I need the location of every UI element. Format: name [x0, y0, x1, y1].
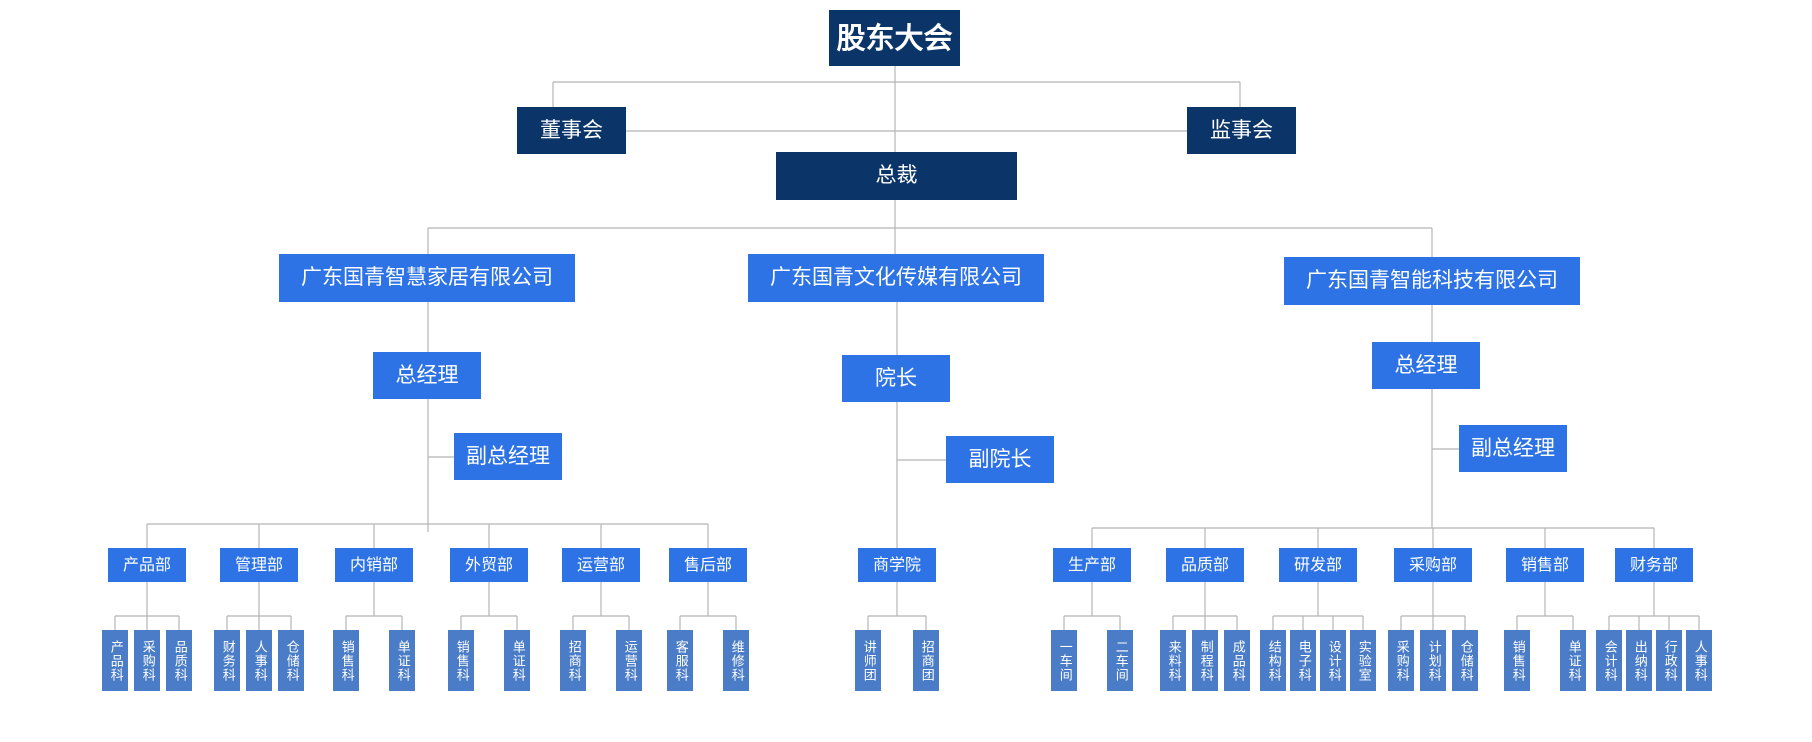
c1-dept-3-section-0: 销售科: [448, 630, 474, 691]
c1-dept-2-section-1: 单证科: [389, 630, 415, 691]
c1-dept-3: 外贸部: [450, 548, 528, 582]
c2-dept-0-section-0: 讲师团: [855, 630, 881, 691]
c1-dept-3-section-1: 单证科: [504, 630, 530, 691]
c3-dept-3-section-2: 仓储科: [1452, 630, 1478, 691]
c3-dept-5: 财务部: [1615, 548, 1693, 582]
c1-dept-1-section-0: 财务科: [214, 630, 240, 691]
president: 总裁: [776, 152, 1017, 200]
c1-dept-2-section-0: 销售科: [333, 630, 359, 691]
c2-vice-dean: 副院长: [946, 436, 1054, 483]
c1-dept-1-section-2: 仓储科: [278, 630, 304, 691]
c3-dept-3: 采购部: [1394, 548, 1472, 582]
c3-dept-5-section-2: 行政科: [1656, 630, 1682, 691]
c3-dept-5-section-1: 出纳科: [1626, 630, 1652, 691]
board-of-directors: 董事会: [517, 107, 626, 154]
c3-dept-4-section-1: 单证科: [1560, 630, 1586, 691]
shareholders-meeting: 股东大会: [829, 10, 960, 66]
c1-dept-0-section-1: 采购科: [134, 630, 160, 691]
c3-dept-4-section-0: 销售科: [1504, 630, 1530, 691]
c1-dept-0-section-0: 产品科: [102, 630, 128, 691]
board-of-supervisors: 监事会: [1187, 107, 1296, 154]
c1-dept-4: 运营部: [562, 548, 640, 582]
c3-dept-3-section-1: 计划科: [1420, 630, 1446, 691]
c1-dept-5-section-0: 客服科: [667, 630, 693, 691]
c1-dept-0-section-2: 品质科: [166, 630, 192, 691]
c1-deputy-general-manager: 副总经理: [454, 433, 562, 480]
c3-dept-1-section-0: 来料科: [1160, 630, 1186, 691]
c3-dept-2-section-2: 设计科: [1320, 630, 1346, 691]
c3-dept-5-section-0: 会计科: [1596, 630, 1622, 691]
c3-dept-5-section-3: 人事科: [1686, 630, 1712, 691]
c3-dept-1-section-1: 制程科: [1192, 630, 1218, 691]
c1-dept-2: 内销部: [335, 548, 413, 582]
c3-dept-2-section-3: 实验室: [1350, 630, 1376, 691]
c3-dept-3-section-0: 采购科: [1388, 630, 1414, 691]
c2-dean: 院长: [842, 355, 950, 402]
c3-dept-1: 品质部: [1166, 548, 1244, 582]
c3-dept-0: 生产部: [1053, 548, 1131, 582]
c3-deputy-general-manager: 副总经理: [1459, 425, 1567, 472]
c3-dept-2: 研发部: [1279, 548, 1357, 582]
c1-dept-5-section-1: 维修科: [723, 630, 749, 691]
c1-dept-1: 管理部: [220, 548, 298, 582]
c1-dept-5: 售后部: [669, 548, 747, 582]
c2-dept-0-section-1: 招商团: [913, 630, 939, 691]
c3-dept-4: 销售部: [1506, 548, 1584, 582]
c3-dept-1-section-2: 成品科: [1224, 630, 1250, 691]
c3-dept-2-section-0: 结构科: [1260, 630, 1286, 691]
c1-general-manager: 总经理: [373, 352, 481, 399]
c1-dept-1-section-1: 人事科: [246, 630, 272, 691]
c1-dept-0: 产品部: [108, 548, 186, 582]
c3-dept-0-section-0: 一车间: [1051, 630, 1077, 691]
company-smart-home: 广东国青智慧家居有限公司: [279, 254, 575, 302]
c3-dept-2-section-1: 电子科: [1290, 630, 1316, 691]
c2-dept-0: 商学院: [858, 548, 936, 582]
company-smart-tech: 广东国青智能科技有限公司: [1284, 257, 1580, 305]
c3-general-manager: 总经理: [1372, 342, 1480, 389]
c3-dept-0-section-1: 二车间: [1107, 630, 1133, 691]
company-culture-media: 广东国青文化传媒有限公司: [748, 254, 1044, 302]
c1-dept-4-section-1: 运营科: [616, 630, 642, 691]
c1-dept-4-section-0: 招商科: [560, 630, 586, 691]
